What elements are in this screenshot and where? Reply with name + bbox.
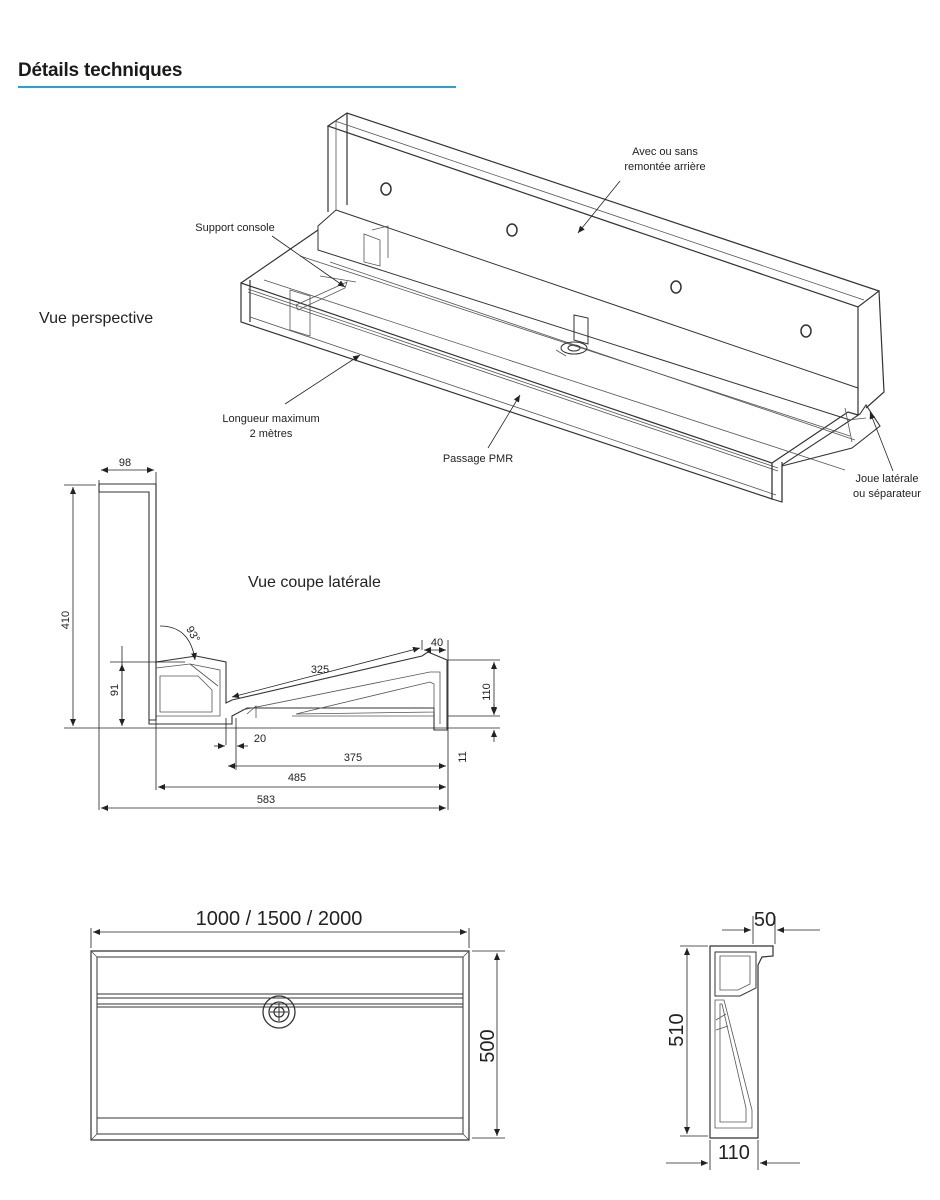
- callout-length-line1: Longueur maximum: [222, 413, 319, 425]
- dim-11: 11: [457, 751, 469, 762]
- dim-40: 40: [431, 637, 443, 649]
- top-view-width-dim: 1000 / 1500 / 2000: [196, 908, 363, 930]
- callout-side-line1: Joue latérale: [856, 473, 919, 485]
- dim-91: 91: [109, 684, 121, 696]
- perspective-view-label: Vue perspective: [39, 310, 153, 327]
- top-view-depth-dim: 500: [477, 1029, 499, 1062]
- dim-20: 20: [254, 733, 266, 745]
- side-view-height-dim: 510: [666, 1013, 688, 1046]
- dim-583: 583: [257, 794, 275, 806]
- section-drawing: [64, 467, 500, 811]
- side-view-drawing: [666, 916, 820, 1170]
- callout-back-line1: Avec ou sans: [632, 146, 698, 158]
- section-view-label: Vue coupe latérale: [248, 574, 381, 591]
- dim-110: 110: [481, 683, 493, 701]
- dim-375: 375: [344, 752, 362, 764]
- page-title: Détails techniques: [18, 60, 183, 81]
- dim-485: 485: [288, 772, 306, 784]
- perspective-drawing: [240, 112, 894, 503]
- callout-side-line2: ou séparateur: [853, 488, 921, 500]
- top-view-drawing: [90, 928, 505, 1141]
- callout-length-line2: 2 mètres: [250, 428, 293, 440]
- tap-holes: [380, 182, 812, 338]
- dim-325: 325: [311, 664, 329, 676]
- side-view-top-dim: 50: [754, 909, 776, 931]
- title-underline: [18, 86, 456, 88]
- dim-410: 410: [60, 611, 72, 629]
- callout-console: Support console: [195, 222, 275, 234]
- side-view-bottom-dim: 110: [718, 1142, 750, 1164]
- callout-back-line2: remontée arrière: [624, 161, 705, 173]
- dim-98: 98: [119, 457, 131, 469]
- dim-angle-93: 93°: [183, 624, 202, 644]
- callout-pmr: Passage PMR: [443, 453, 513, 465]
